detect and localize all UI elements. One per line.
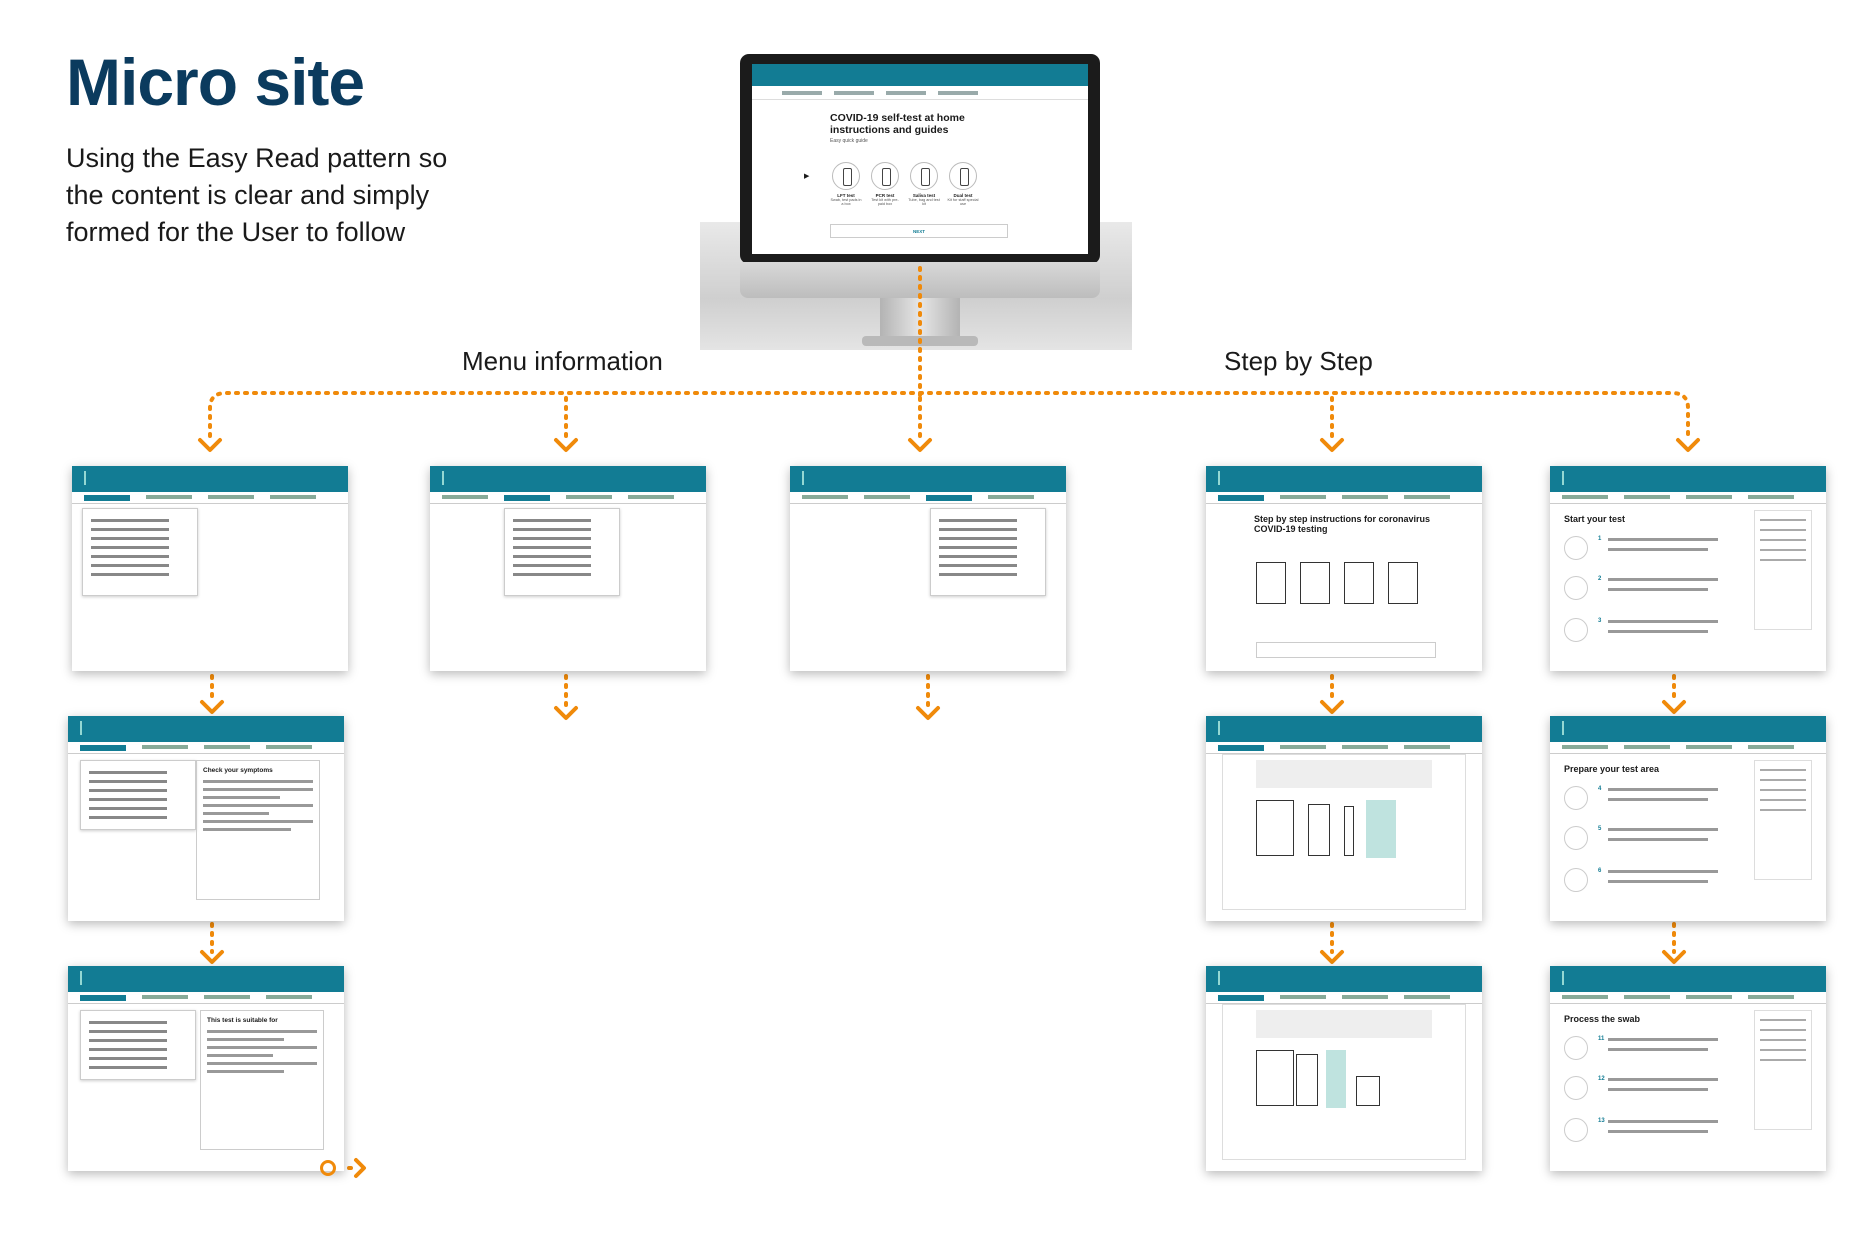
suitable-panel: This test is suitable for — [200, 1010, 324, 1150]
test-name: Dual test — [953, 193, 973, 198]
test-strip-screen — [1206, 716, 1482, 921]
step-number: 3 — [1598, 618, 1602, 624]
step-number: 5 — [1598, 826, 1602, 832]
step-number: 1 — [1598, 536, 1602, 542]
process-swab-screen: Process the swab 11 12 13 — [1550, 966, 1826, 1171]
test-desc: Test kit with pre-paid box — [871, 198, 899, 206]
prepare-area-screen: Prepare your test area 4 5 6 — [1550, 716, 1826, 921]
menu-information-label: Menu information — [462, 346, 663, 376]
site-header-bar — [752, 64, 1088, 86]
easy-read-text: Easy quick guide — [830, 138, 868, 144]
step-intro-title: Step by step instructions for coronaviru… — [1254, 514, 1431, 534]
start-test-title: Start your test — [1564, 514, 1626, 524]
dropdown-menu[interactable] — [504, 508, 620, 596]
step-intro-screen: Step by step instructions for coronaviru… — [1206, 466, 1482, 671]
lft-test-icon — [832, 162, 860, 190]
test-name: LFT test — [837, 193, 855, 198]
menu-dropdown-screen — [72, 466, 348, 671]
process-swab-title: Process the swab — [1564, 1014, 1641, 1024]
test-desc: Tube, bag and test kit — [908, 198, 940, 206]
page-title: Micro site — [66, 45, 365, 119]
test-suitable-screen: This test is suitable for — [68, 966, 344, 1171]
monitor-screen: ▶ COVID-19 self-test at home instruction… — [752, 64, 1088, 254]
step-number: 13 — [1598, 1118, 1605, 1124]
step-number: 6 — [1598, 868, 1602, 874]
dropdown-menu[interactable] — [82, 508, 198, 596]
step-number: 11 — [1598, 1036, 1605, 1042]
menu-test-centre-screen — [790, 466, 1066, 671]
saliva-test-icon — [910, 162, 938, 190]
next-button[interactable] — [1256, 642, 1436, 658]
page-subtitle: Using the Easy Read pattern so the conte… — [66, 143, 448, 247]
step-by-step-label: Step by Step — [1224, 346, 1373, 376]
test-desc: Kit for staff special use — [947, 198, 979, 206]
dual-test-icon — [949, 162, 977, 190]
test-name: Saliva test — [912, 193, 936, 198]
panel-title: This test is suitable for — [207, 1017, 278, 1024]
panel-title: Check your symptoms — [203, 767, 273, 774]
flow-end-marker — [320, 1160, 336, 1176]
swab-packet-screen — [1206, 966, 1482, 1171]
step-number: 12 — [1598, 1076, 1605, 1082]
play-icon[interactable]: ▶ — [804, 173, 810, 180]
test-name: PCR test — [875, 193, 895, 198]
symptoms-panel: Check your symptoms — [196, 760, 320, 900]
pcr-test-icon — [871, 162, 899, 190]
dropdown-menu[interactable] — [80, 760, 196, 830]
step-number: 2 — [1598, 576, 1602, 582]
desktop-monitor: ▶ COVID-19 self-test at home instruction… — [740, 54, 1100, 264]
check-symptoms-screen: Check your symptoms — [68, 716, 344, 921]
prepare-area-title: Prepare your test area — [1564, 764, 1660, 774]
step-number: 4 — [1598, 786, 1602, 792]
test-desc: Swab, test pads in a box — [830, 198, 862, 206]
site-nav — [752, 86, 1088, 100]
start-test-screen: Start your test 1 2 3 — [1550, 466, 1826, 671]
next-button[interactable]: NEXT — [830, 224, 1008, 238]
menu-emergency-screen — [430, 466, 706, 671]
screen-heading: COVID-19 self-test at home instructions … — [830, 112, 965, 136]
dropdown-menu[interactable] — [80, 1010, 196, 1080]
dropdown-menu[interactable] — [930, 508, 1046, 596]
